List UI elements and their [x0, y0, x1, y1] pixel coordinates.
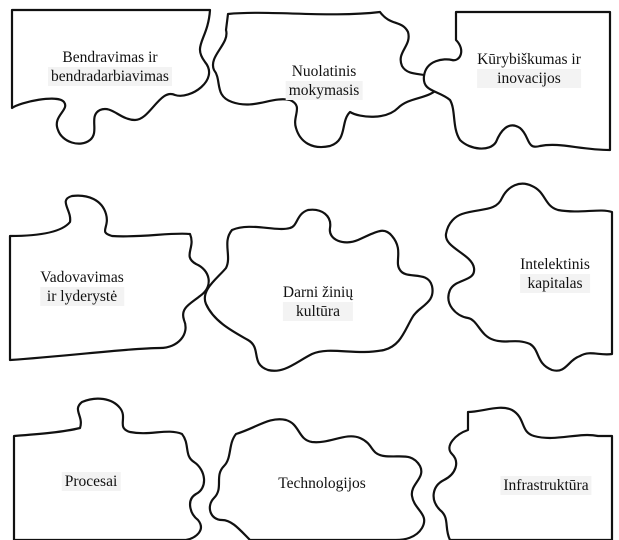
label-bendravimas: Bendravimas ir bendradarbiavimas: [48, 48, 172, 86]
piece-darni-outline: [203, 208, 434, 372]
piece-vadovavimas-outline: [8, 194, 210, 362]
label-line: kultūra: [282, 302, 354, 321]
label-line: Infrastruktūra: [500, 476, 592, 495]
label-intelektinis: Intelektinis kapitalas: [520, 255, 590, 293]
label-darni: Darni žinių kultūra: [282, 283, 354, 321]
label-line: Vadovavimas: [40, 269, 124, 286]
piece-infrastruktura-outline: [432, 406, 614, 540]
label-line: Bendravimas ir: [62, 49, 158, 66]
label-line: Procesai: [61, 472, 121, 491]
label-line: Nuolatinis: [291, 63, 357, 80]
label-line: Darni žinių: [282, 284, 354, 301]
piece-nuolatinis-outline: [211, 10, 442, 149]
label-line: ir lyderystė: [40, 287, 124, 306]
label-line: bendradarbiavimas: [48, 67, 172, 86]
label-line: mokymasis: [285, 81, 363, 100]
label-procesai: Procesai: [61, 472, 121, 491]
label-vadovavimas: Vadovavimas ir lyderystė: [40, 268, 124, 306]
piece-procesai-outline: [12, 397, 206, 540]
label-line: Kūrybiškumas ir: [477, 51, 581, 68]
label-line: inovacijos: [477, 69, 581, 88]
label-technologijos: Technologijos: [278, 474, 366, 493]
label-line: Intelektinis: [520, 256, 590, 273]
label-kurybiskumas: Kūrybiškumas ir inovacijos: [477, 50, 581, 88]
label-line: kapitalas: [520, 274, 590, 293]
label-infrastruktura: Infrastruktūra: [500, 476, 592, 495]
piece-technologijos-outline: [208, 418, 426, 540]
label-line: Technologijos: [278, 475, 366, 492]
label-nuolatinis: Nuolatinis mokymasis: [285, 62, 363, 100]
